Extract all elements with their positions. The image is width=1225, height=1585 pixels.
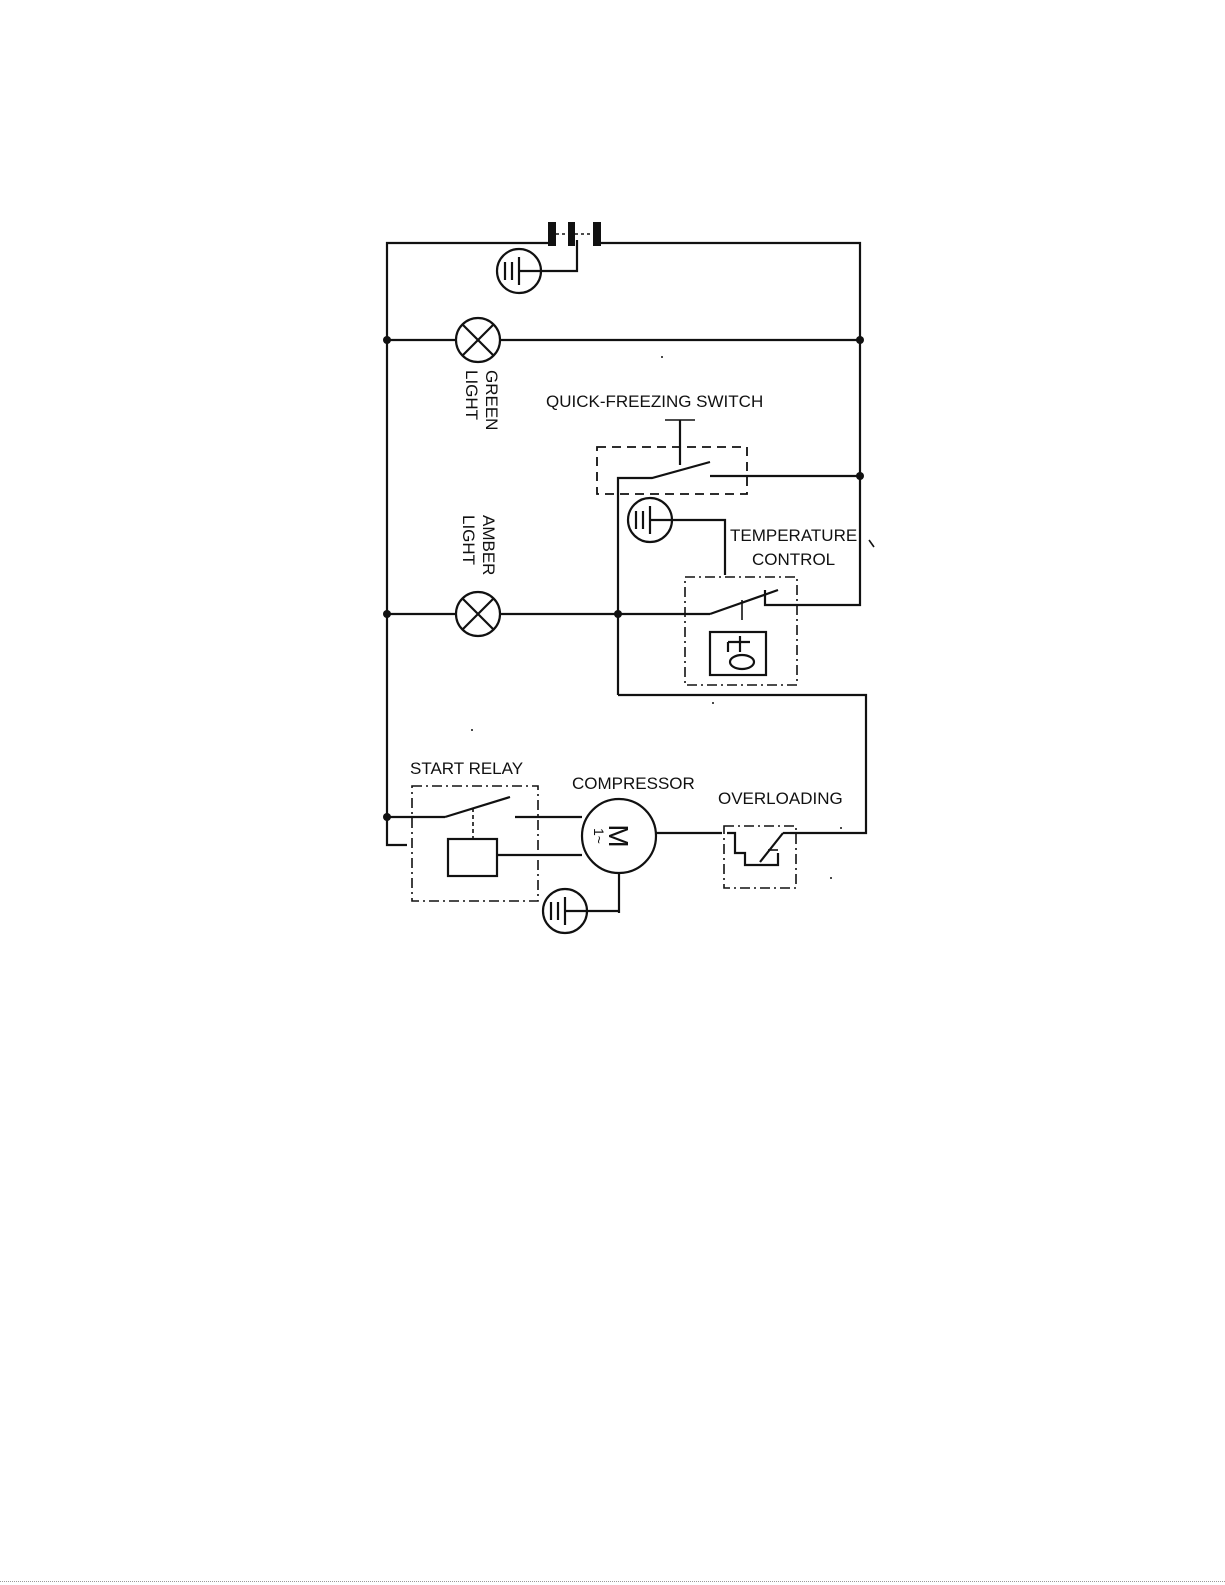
green-light-label-2: LIGHT — [462, 370, 481, 420]
amber-light-lamp-icon — [387, 592, 710, 636]
power-plug-icon — [548, 222, 601, 246]
quick-freezing-switch-label: QUICK-FREEZING SWITCH — [546, 392, 763, 411]
motor-icon: M 1~ — [582, 799, 722, 913]
start-relay-label: START RELAY — [410, 759, 523, 778]
amber-light-label: AMBER — [479, 515, 498, 575]
compressor-label: COMPRESSOR — [572, 774, 695, 793]
page-bottom-rule — [0, 1581, 1225, 1582]
ground-icon-top — [497, 240, 577, 293]
start-relay-icon — [387, 786, 582, 901]
relay-coil-icon — [448, 839, 497, 876]
temperature-control-label: TEMPERATURE — [730, 526, 857, 545]
green-light-lamp-icon — [387, 318, 860, 362]
green-light-label: GREEN — [482, 370, 501, 430]
ground-icon-middle — [628, 498, 725, 575]
thermostat-icon — [685, 577, 797, 685]
amber-light-label-2: LIGHT — [459, 515, 478, 565]
temperature-control-label-2: CONTROL — [752, 550, 835, 569]
overloading-label: OVERLOADING — [718, 789, 843, 808]
ground-icon-bottom — [543, 889, 619, 933]
overload-icon — [724, 826, 796, 888]
motor-phase: 1~ — [591, 828, 607, 844]
